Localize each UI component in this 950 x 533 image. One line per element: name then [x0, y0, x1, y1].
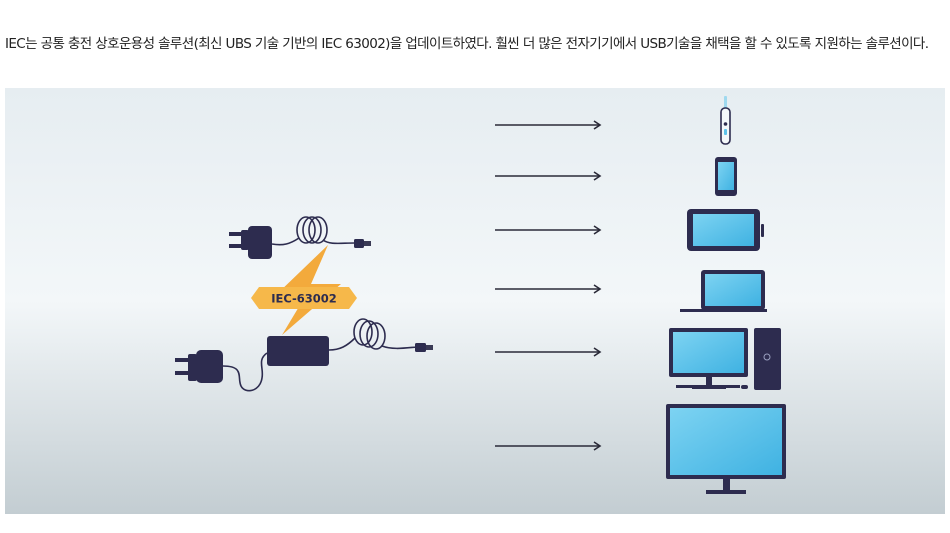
toothbrush-icon [720, 96, 731, 145]
iec-63002-illustration: IEC-63002 [5, 88, 945, 514]
arrow-icon [495, 171, 602, 181]
arrow-icon [495, 347, 602, 357]
tablet-icon [687, 209, 764, 251]
power-brick-icon [267, 336, 329, 366]
standard-badge: IEC-63002 [251, 287, 357, 309]
usb-connector-icon [415, 343, 433, 352]
cable-coil-icon [271, 216, 356, 246]
arrow-icon [495, 225, 602, 235]
background [5, 88, 945, 514]
arrow-icon [495, 120, 602, 130]
smartphone-icon [715, 157, 737, 196]
article-paragraph: IEC는 공통 충전 상호운용성 솔루션(최신 UBS 기술 기반의 IEC 6… [5, 35, 929, 52]
laptop-icon [680, 270, 767, 312]
arrow-icon [495, 284, 602, 294]
desktop-computer-icon [669, 328, 781, 390]
badge-label: IEC-63002 [271, 292, 337, 306]
usb-connector-icon [354, 239, 371, 248]
charger-plug-icon [175, 350, 223, 383]
cable-coil-icon [328, 318, 418, 351]
cable-icon [222, 352, 268, 392]
charger-plug-icon [229, 226, 272, 259]
arrow-icon [495, 441, 602, 451]
monitor-icon [666, 404, 786, 494]
